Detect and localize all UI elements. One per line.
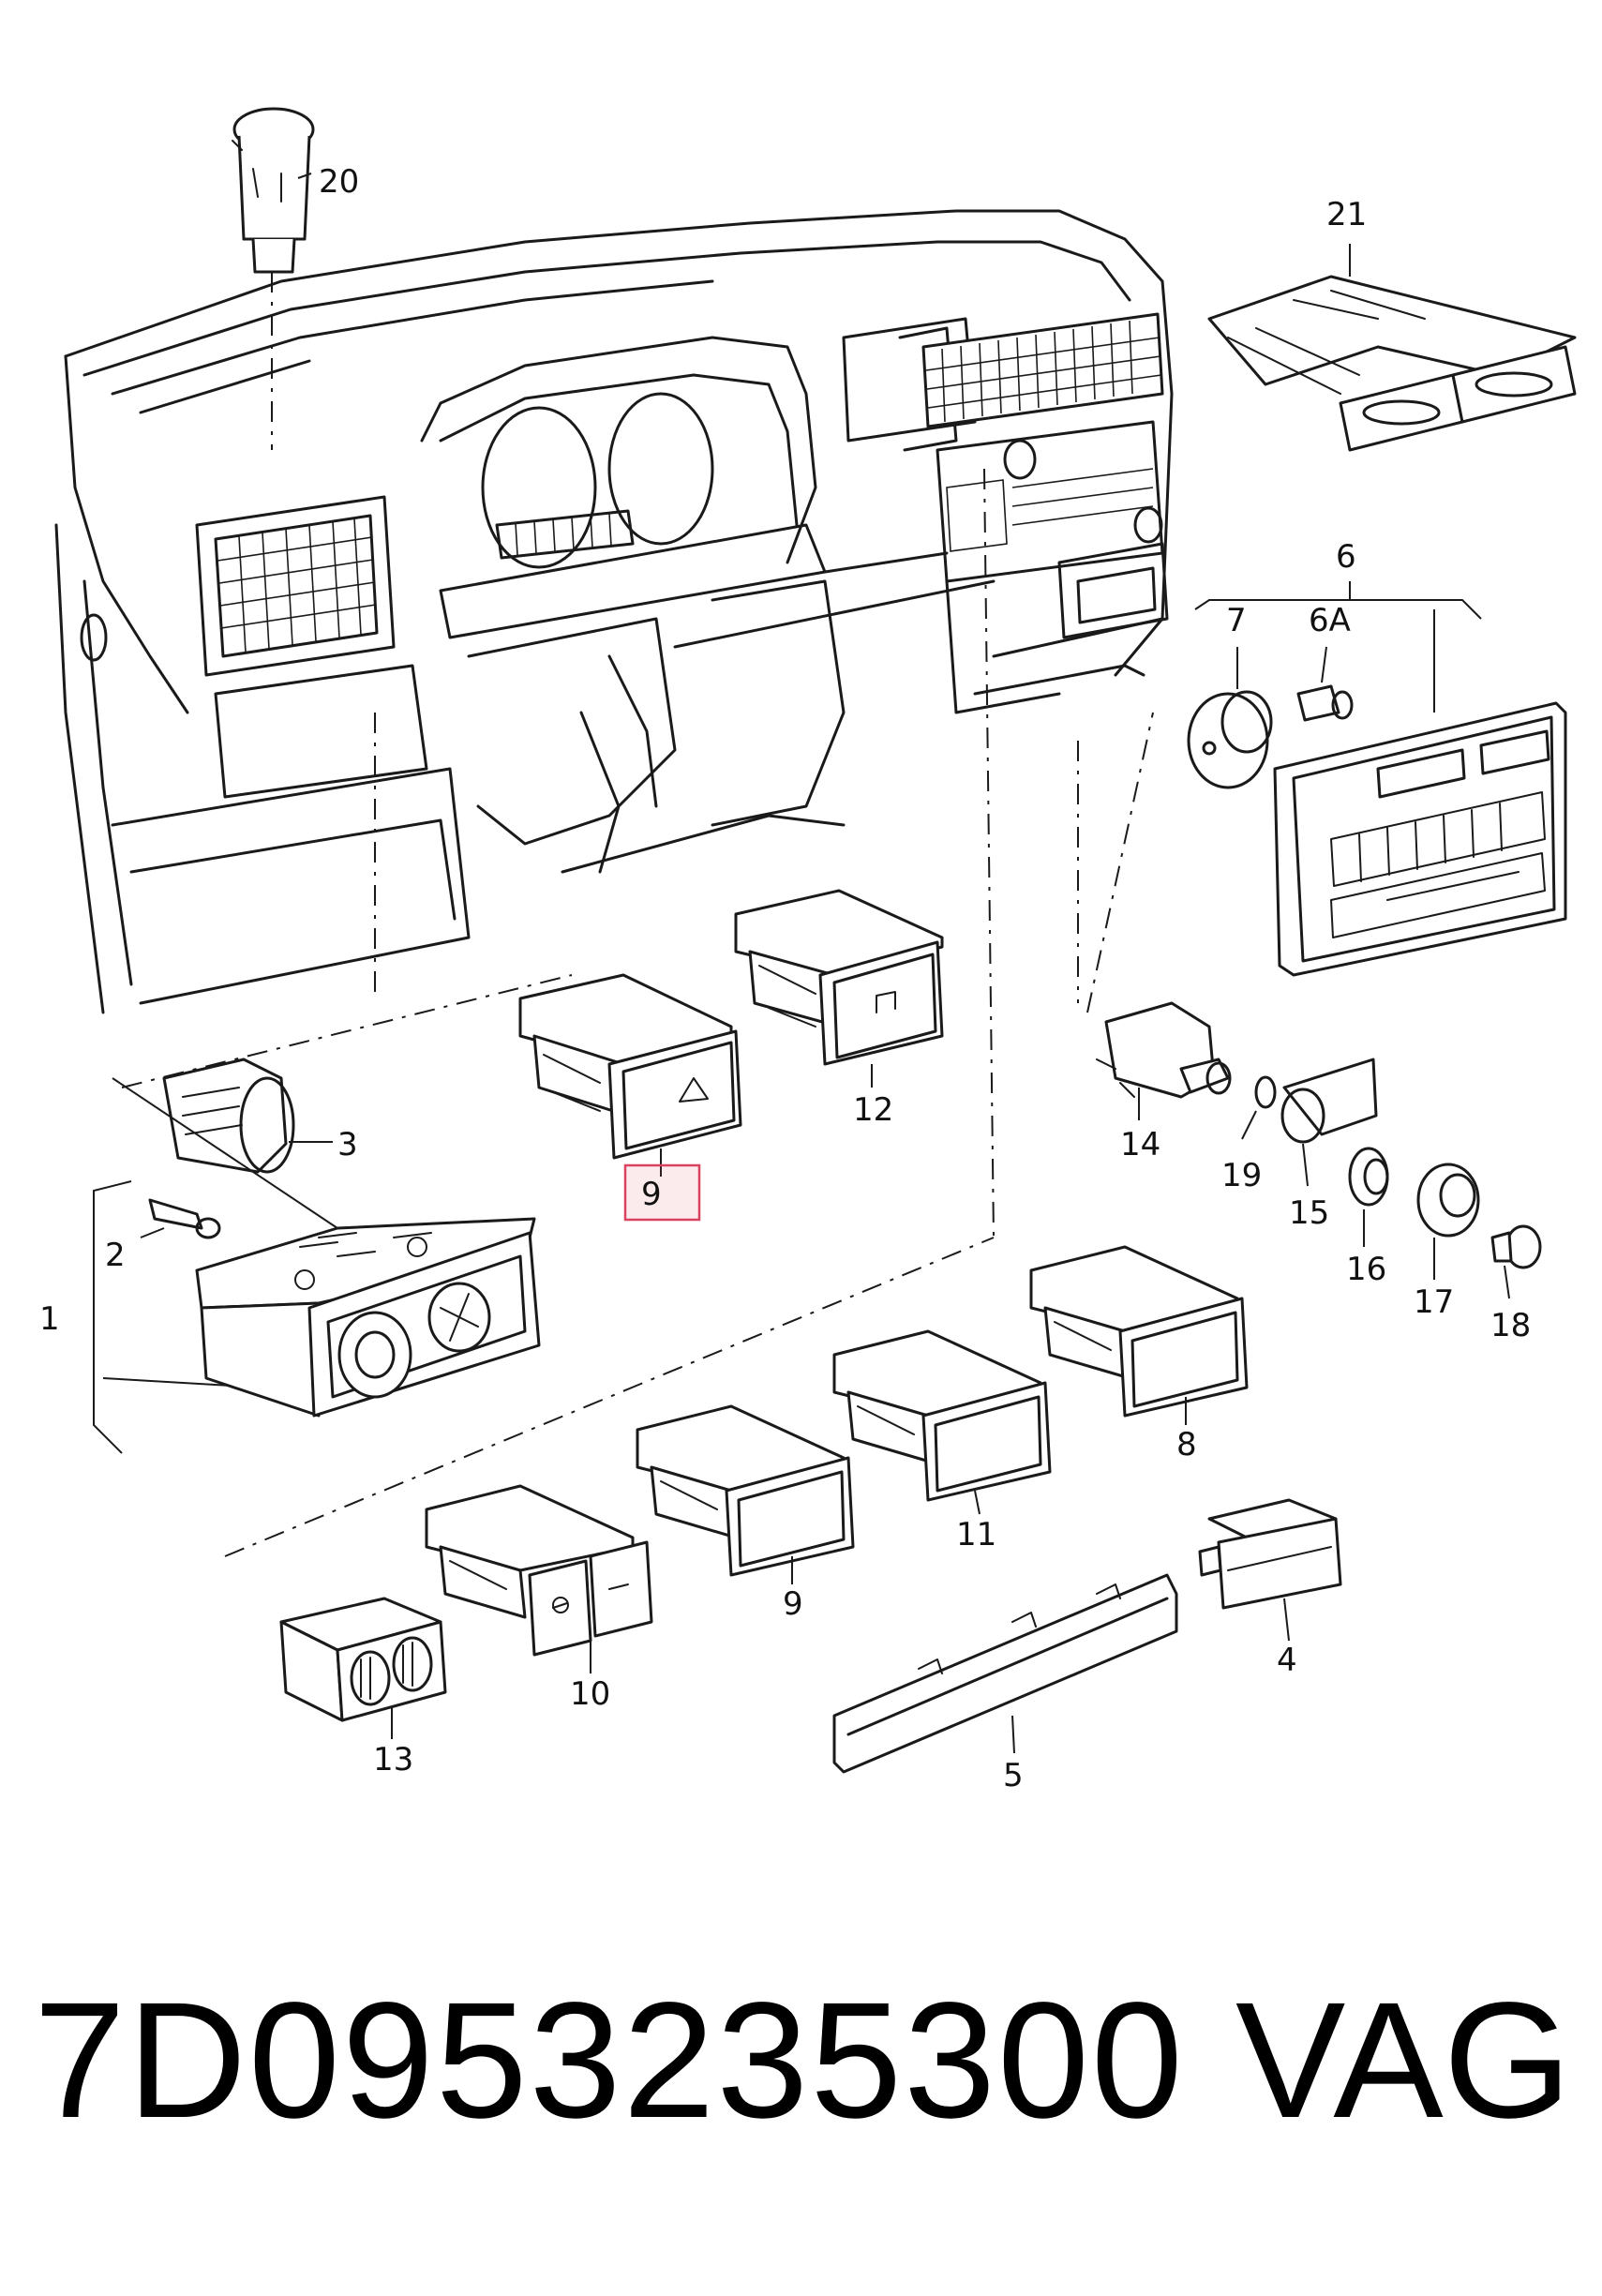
part-13-switch xyxy=(734,889,944,1088)
part-22-vent xyxy=(1207,244,1577,452)
part-10-hazard-switch xyxy=(518,973,742,1177)
part-8-switch xyxy=(1029,1245,1249,1425)
callout-label-10: 9 xyxy=(641,1176,662,1213)
callout-label-2: 2 xyxy=(105,1237,126,1274)
callout-label-11: 10 xyxy=(570,1675,610,1713)
part-17-housing xyxy=(1348,1147,1389,1247)
callout-labels: 20 21 6 7 6A 3 2 1 9 12 14 19 15 16 17 1… xyxy=(39,163,1531,1794)
part-19-bulb xyxy=(1490,1224,1542,1299)
dashboard-drawing xyxy=(54,209,1174,1014)
callout-label-6: 6 xyxy=(1336,538,1356,576)
part-1-light-switch xyxy=(93,1180,541,1454)
part-12-switch xyxy=(832,1329,1052,1515)
part-7-knob xyxy=(1187,647,1273,789)
part-16-gasket xyxy=(1280,1058,1378,1187)
callout-label-12: 11 xyxy=(956,1516,996,1553)
part-9-switch xyxy=(636,1404,855,1584)
callout-label-1: 1 xyxy=(39,1300,60,1338)
callout-label-8: 8 xyxy=(1176,1426,1197,1463)
part-5-trim-strip xyxy=(832,1573,1178,1774)
part-20-bulb xyxy=(1241,1075,1277,1140)
callout-label-14: 13 xyxy=(373,1741,413,1778)
part-21-socket xyxy=(232,107,315,274)
brand-label: VAG xyxy=(1235,1969,1572,2153)
callout-label-3: 3 xyxy=(337,1126,358,1163)
callout-label-18: 17 xyxy=(1414,1283,1454,1321)
callout-label-22: 21 xyxy=(1326,196,1367,233)
callout-label-15: 14 xyxy=(1120,1126,1160,1163)
callout-label-5: 5 xyxy=(1003,1757,1024,1794)
part-2-bulb xyxy=(140,1198,221,1239)
part-6a-bulb-holder xyxy=(1296,646,1354,722)
part-3-connector xyxy=(112,1058,338,1229)
part-14-switch xyxy=(279,1597,447,1739)
part-4-blank xyxy=(1198,1498,1342,1642)
callout-label-19: 18 xyxy=(1490,1307,1531,1344)
part-6-climate-control xyxy=(1194,581,1567,977)
callout-label-4: 4 xyxy=(1277,1642,1297,1679)
callout-label-9: 9 xyxy=(783,1585,803,1623)
highlight-box-10 xyxy=(623,1163,701,1222)
part-11-switch xyxy=(425,1484,653,1673)
callout-label-17: 16 xyxy=(1346,1251,1386,1288)
callout-label-21: 20 xyxy=(319,163,359,201)
callout-label-20: 19 xyxy=(1221,1157,1262,1194)
assembly-lines xyxy=(121,272,1154,1557)
callout-label-13: 12 xyxy=(853,1091,893,1129)
callout-label-6a: 6A xyxy=(1309,602,1351,639)
callout-label-16: 15 xyxy=(1289,1194,1329,1232)
part-15-switch xyxy=(1096,1001,1232,1120)
callout-label-7: 7 xyxy=(1226,602,1247,639)
part-18-knob xyxy=(1416,1163,1480,1280)
part-number: 7D0953235300 xyxy=(34,1969,1185,2153)
